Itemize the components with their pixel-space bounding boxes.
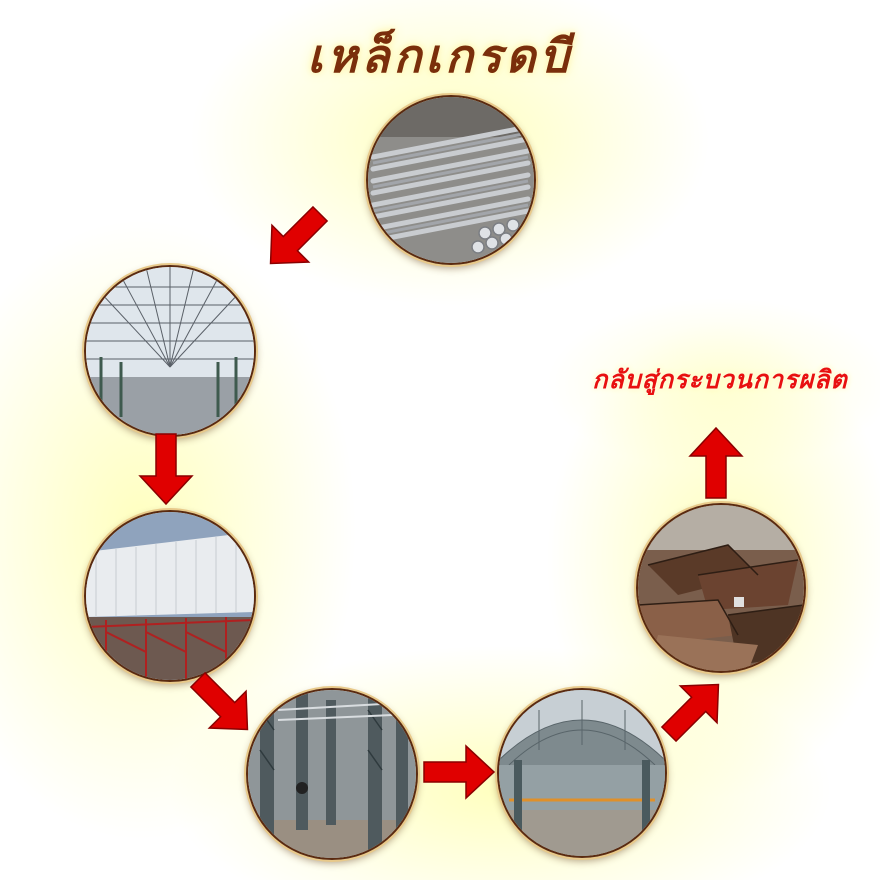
step-steel-columns [246, 688, 418, 860]
page-title: เหล็กเกรดบี [307, 29, 573, 83]
arrow-down-right-icon [184, 666, 260, 742]
arrow-down-icon [128, 430, 204, 506]
step-scrap-metal [636, 503, 806, 673]
step-steel-rods [366, 95, 536, 265]
roof-cladding-photo [86, 512, 254, 680]
step-finished-warehouse [497, 688, 667, 858]
steel-columns-photo [248, 690, 416, 858]
steel-rods-photo [368, 97, 534, 263]
arrow-up-icon [678, 426, 754, 502]
return-to-production-label: กลับสู่กระบวนการผลิต [592, 365, 848, 394]
arrow-right-icon [420, 734, 496, 810]
space-frame-photo [86, 267, 254, 435]
finished-warehouse-photo [499, 690, 665, 856]
arrow-down-left-icon [258, 200, 334, 276]
arrow-up-right-icon [655, 672, 731, 748]
step-space-frame [84, 265, 256, 437]
scrap-metal-photo [638, 505, 804, 671]
step-roof-cladding [84, 510, 256, 682]
